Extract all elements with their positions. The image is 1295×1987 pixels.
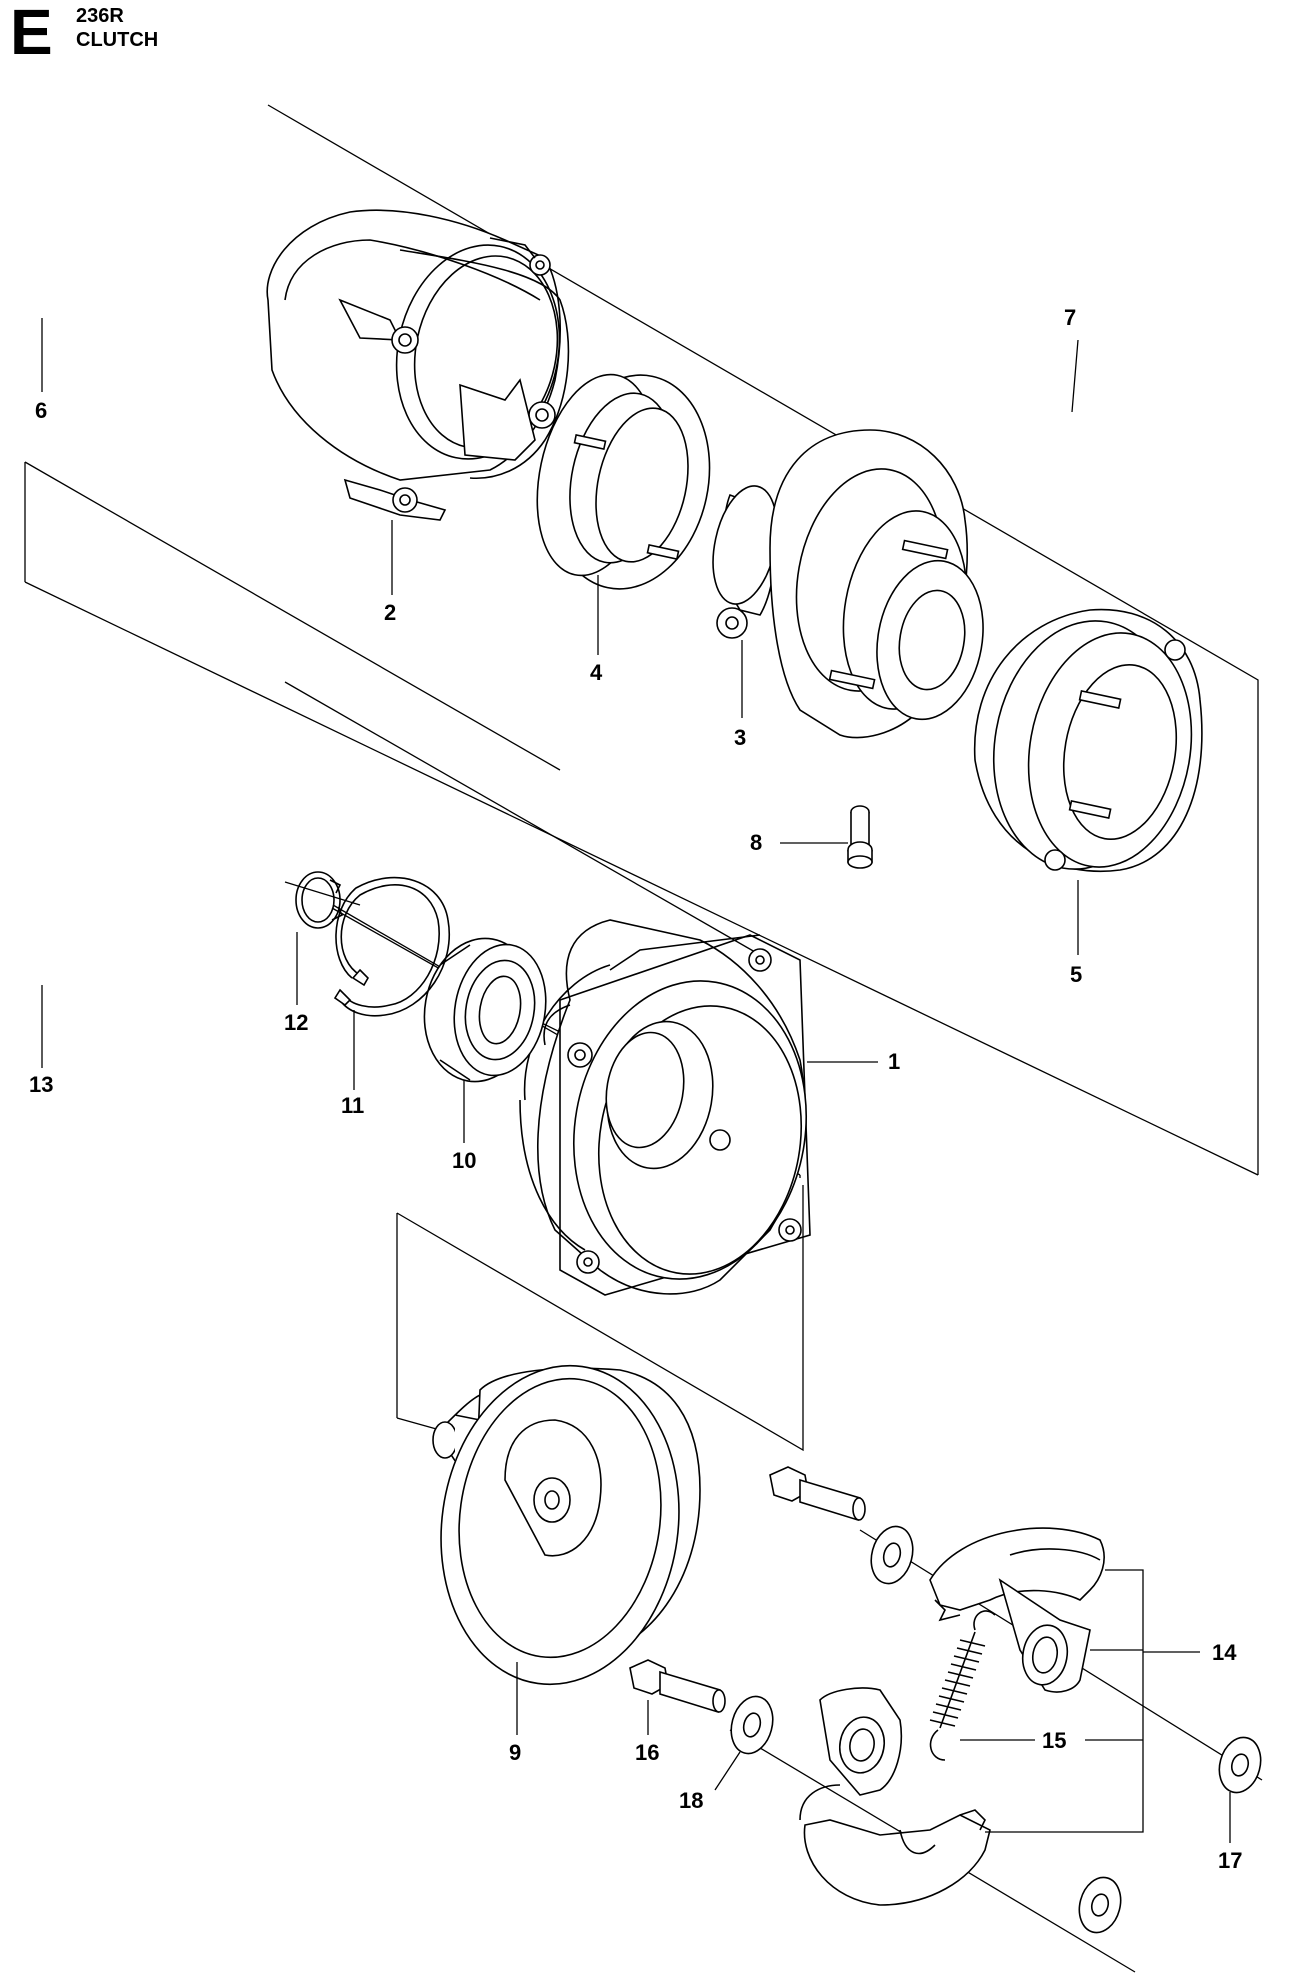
callout-9: 9 [509, 1740, 521, 1765]
callout-3: 3 [734, 725, 746, 750]
outline-upper-mid [24, 581, 1259, 1176]
outline-upper-left [24, 461, 561, 771]
outline-drum [396, 1185, 804, 1452]
callout-5: 5 [1070, 962, 1082, 987]
callout-labels: 1 2 3 4 5 6 7 8 9 10 11 12 13 14 15 16 1… [29, 305, 1242, 1873]
part-15-spring [929, 1610, 996, 1761]
part-3-flange [769, 429, 984, 739]
part-6-bolt-d [28, 280, 140, 337]
model-number: 236R [76, 5, 124, 27]
callout-12: 12 [284, 1010, 308, 1035]
callout-8: 8 [750, 830, 762, 855]
part-14-clutch-shoe-upper [929, 1527, 1105, 1693]
part-17-washer [1218, 1736, 1262, 1794]
part-1-housing [519, 919, 811, 1296]
callout-4: 4 [590, 660, 603, 685]
callout-6: 6 [35, 398, 47, 423]
part-13-bolt-d [28, 947, 104, 984]
part-6-bolt [174, 47, 286, 104]
callout-2: 2 [384, 600, 396, 625]
callout-16: 16 [635, 1740, 659, 1765]
diagram-title: CLUTCH [76, 29, 159, 51]
callout-7: 7 [1064, 305, 1076, 330]
outline-drum-bottom [396, 1417, 441, 1431]
part-12-snapring [295, 871, 344, 929]
bolt-12-axis [284, 881, 361, 906]
callout-14: 14 [1212, 1640, 1237, 1665]
part-4-ring [536, 373, 711, 590]
outline-housing-top [284, 681, 756, 953]
part-5-ring [973, 608, 1203, 873]
callout-1: 1 [888, 1049, 900, 1074]
part-2-clutch-cover [266, 209, 570, 521]
part-6-bolt-b [34, 125, 146, 182]
callout-10: 10 [452, 1148, 476, 1173]
part-18-washer-upper [870, 1525, 914, 1585]
part-10-bearing [423, 937, 547, 1083]
part-8-screw [847, 805, 873, 869]
section-letter: E [10, 0, 53, 68]
part-14-clutch-shoe-lower [799, 1687, 991, 1906]
callout-11: 11 [341, 1093, 364, 1118]
part-9-drum [432, 1364, 701, 1686]
outline-upper-assembly [267, 104, 1259, 1175]
part-16-shoulder-bolt [629, 1659, 726, 1714]
part-16-shoulder-bolt-upper [769, 1466, 866, 1522]
part-13-bolt [208, 629, 284, 666]
callout-17: 17 [1218, 1848, 1242, 1873]
part-13-bolt-b [28, 742, 104, 779]
leader-lines [41, 318, 1231, 1843]
part-3-sleeve [712, 485, 778, 639]
part-13-bolt-c [210, 842, 286, 879]
part-17-washer-lower [1078, 1876, 1122, 1934]
part-18-washer [730, 1695, 774, 1755]
part-6-bolt-c [164, 200, 276, 257]
part-7-bolt [974, 410, 1086, 467]
callout-18: 18 [679, 1788, 703, 1813]
callout-13: 13 [29, 1072, 53, 1097]
callout-15: 15 [1042, 1728, 1066, 1753]
